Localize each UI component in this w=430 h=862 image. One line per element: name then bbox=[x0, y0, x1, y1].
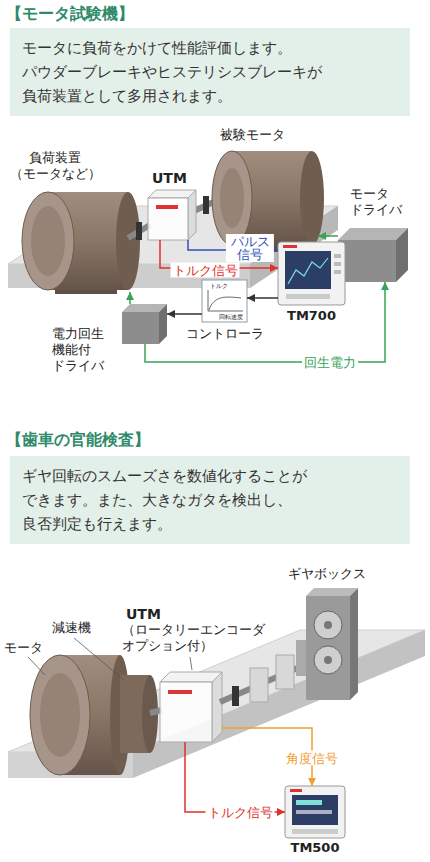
edge-label: 角度信号 bbox=[284, 751, 340, 766]
utm-sensor: UTM bbox=[148, 190, 196, 240]
utm-sensor: UTM（ロータリーエンコーダ オプション付） bbox=[160, 672, 222, 742]
edge-label: トルク信号 bbox=[206, 805, 275, 820]
axis-label: トルク bbox=[210, 282, 228, 289]
part-label: コントローラ bbox=[186, 326, 264, 342]
signal-line bbox=[129, 292, 131, 304]
part-label: 被験モータ bbox=[220, 127, 285, 143]
edge-label: パルス 信号 bbox=[226, 234, 274, 262]
signal-line bbox=[167, 313, 202, 315]
regen-driver: 電力回生 機能付 ドライバ bbox=[122, 304, 167, 344]
indicator-device: TM500 bbox=[285, 786, 345, 838]
device-label: TM700 bbox=[287, 308, 336, 324]
section-heading: 【モータ試験機】 bbox=[6, 6, 134, 22]
description-text: ギヤ回転のスムーズさを数値化することが できます。また、大きなガタを検出し、 良… bbox=[22, 464, 313, 536]
description-text: モータに負荷をかけて性能評価します。 パウダーブレーキやヒステリシスブレーキが … bbox=[22, 36, 328, 108]
axis-label: 回転速度 bbox=[219, 313, 243, 320]
option-note: （ロータリーエンコーダ オプション付） bbox=[122, 622, 270, 654]
description-box: モータに負荷をかけて性能評価します。 パウダーブレーキやヒステリシスブレーキが … bbox=[10, 28, 410, 116]
edge-label: 回生電力 bbox=[302, 355, 358, 370]
part-label: モータ ドライバ bbox=[350, 186, 406, 218]
part-label: 負荷装置 （モータなど） bbox=[8, 150, 103, 182]
part-label: モータ bbox=[4, 640, 43, 656]
signal-line bbox=[185, 742, 285, 812]
edge-label: トルク信号 bbox=[171, 263, 240, 278]
signal-line bbox=[318, 235, 338, 237]
signal-line bbox=[247, 297, 278, 299]
motor-driver: モータ ドライバ bbox=[338, 228, 408, 282]
signal-line bbox=[145, 282, 385, 362]
device-label: TM500 bbox=[291, 840, 340, 856]
description-box: ギヤ回転のスムーズさを数値化することが できます。また、大きなガタを検出し、 良… bbox=[10, 456, 410, 544]
device-label: UTM bbox=[152, 170, 187, 186]
part-label: ギヤボックス bbox=[288, 566, 366, 582]
device-label: UTM bbox=[126, 606, 161, 622]
part-label: 電力回生 機能付 ドライバ bbox=[52, 326, 108, 374]
gearbox: ギヤボックス bbox=[300, 588, 358, 700]
test-motor: 被験モータ bbox=[212, 151, 318, 245]
indicator-device: TM700 bbox=[278, 242, 345, 305]
section-heading: 【歯車の官能検査】 bbox=[6, 432, 150, 448]
part-label: 減速機 bbox=[52, 620, 91, 636]
load-device: 負荷装置 （モータなど） bbox=[20, 190, 135, 292]
